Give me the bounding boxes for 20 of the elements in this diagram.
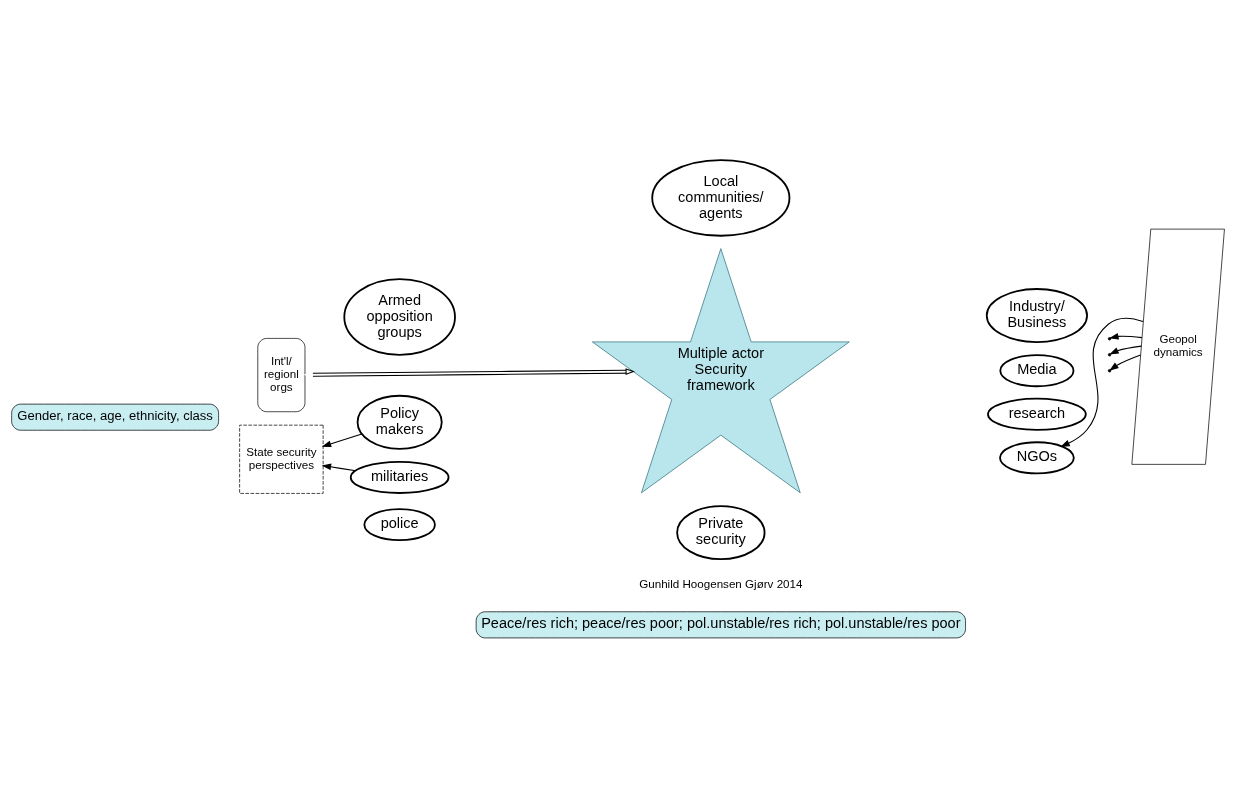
node-box: State security perspectives bbox=[239, 424, 324, 494]
node-ellipse: Local communities/ agents bbox=[651, 159, 791, 237]
arrow bbox=[1109, 345, 1142, 355]
node-ellipse: police bbox=[363, 508, 436, 542]
arrow bbox=[303, 368, 635, 379]
node-box: Gender, race, age, ethnicity, class bbox=[11, 403, 219, 431]
arrow bbox=[1109, 333, 1143, 340]
arrow bbox=[1060, 317, 1144, 447]
node-box: Int'l/ regionl orgs bbox=[257, 338, 306, 413]
node-ellipse: Media bbox=[999, 354, 1075, 388]
arrow bbox=[321, 463, 357, 472]
arrow bbox=[321, 433, 363, 448]
node-ellipse: Armed opposition groups bbox=[343, 278, 456, 356]
node-box: Peace/res rich; peace/res poor; pol.unstable/res rich; pol.unstable/res poor bbox=[475, 611, 966, 639]
node-ellipse: research bbox=[987, 397, 1087, 431]
label: Gunhild Hoogensen Gjørv 2014 bbox=[639, 577, 803, 591]
node-ellipse: militaries bbox=[349, 460, 450, 494]
node-ellipse: Policy makers bbox=[356, 394, 443, 450]
node-ellipse: Industry/ Business bbox=[985, 288, 1088, 343]
node-ellipse: Private security bbox=[676, 505, 766, 561]
